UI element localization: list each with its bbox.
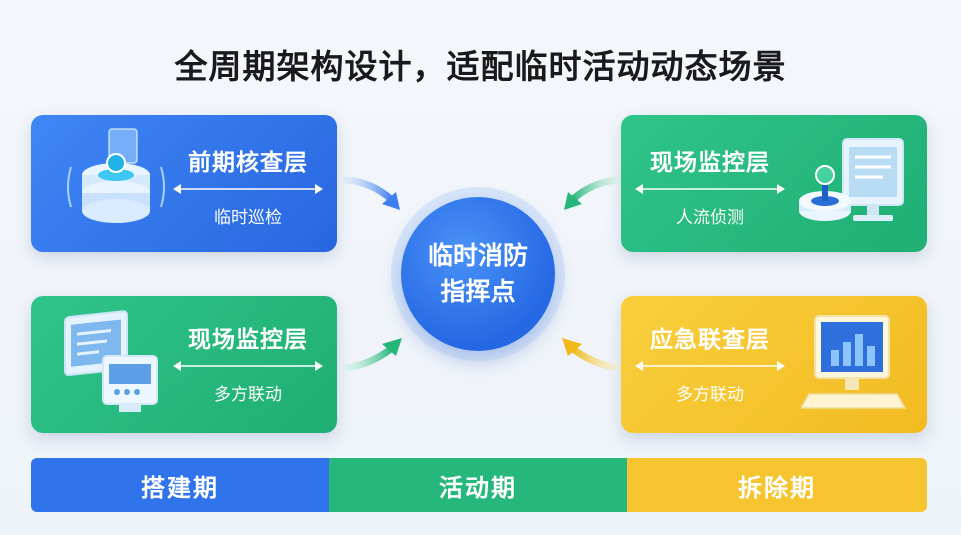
phase-event: 活动期 [329,458,627,512]
arrow-icon-top-right [564,176,622,210]
card-title: 现场监控层 [188,327,308,353]
arrow-icon-top-left [342,176,400,210]
server-database-icon [67,128,165,223]
card-title: 现场监控层 [650,150,770,176]
card-pre-inspection-layer: 前期核查层 临时巡检 [31,115,337,252]
card-subtitle: 多方联动 [676,385,744,405]
card-emergency-linkage-layer: 应急联查层 多方联动 [621,296,927,433]
card-title: 应急联查层 [650,327,770,353]
phase-dismantle: 拆除期 [627,458,927,512]
arrow-icon-bottom-left [342,338,402,372]
card-site-monitoring-layer-bottom: 现场监控层 多方联动 [31,296,337,433]
joystick-monitor-icon [799,138,904,221]
card-site-monitoring-layer-top: 现场监控层 人流侦测 [621,115,927,252]
center-command-post: 临时消防指挥点 [401,197,555,351]
card-subtitle: 人流侦测 [676,208,744,228]
page-title: 全周期架构设计，适配临时活动动态场景 [174,47,787,86]
double-arrow-icon [173,184,323,194]
card-title: 前期核查层 [188,150,308,176]
double-arrow-icon [635,361,785,371]
double-arrow-icon [173,361,323,371]
card-subtitle: 多方联动 [214,385,282,405]
arrow-icon-bottom-right [562,338,622,372]
phase-build: 搭建期 [31,458,329,512]
card-subtitle: 临时巡检 [214,208,282,228]
double-arrow-icon [635,184,785,194]
dual-screen-icon [64,310,158,412]
chart-monitor-icon [801,315,907,409]
